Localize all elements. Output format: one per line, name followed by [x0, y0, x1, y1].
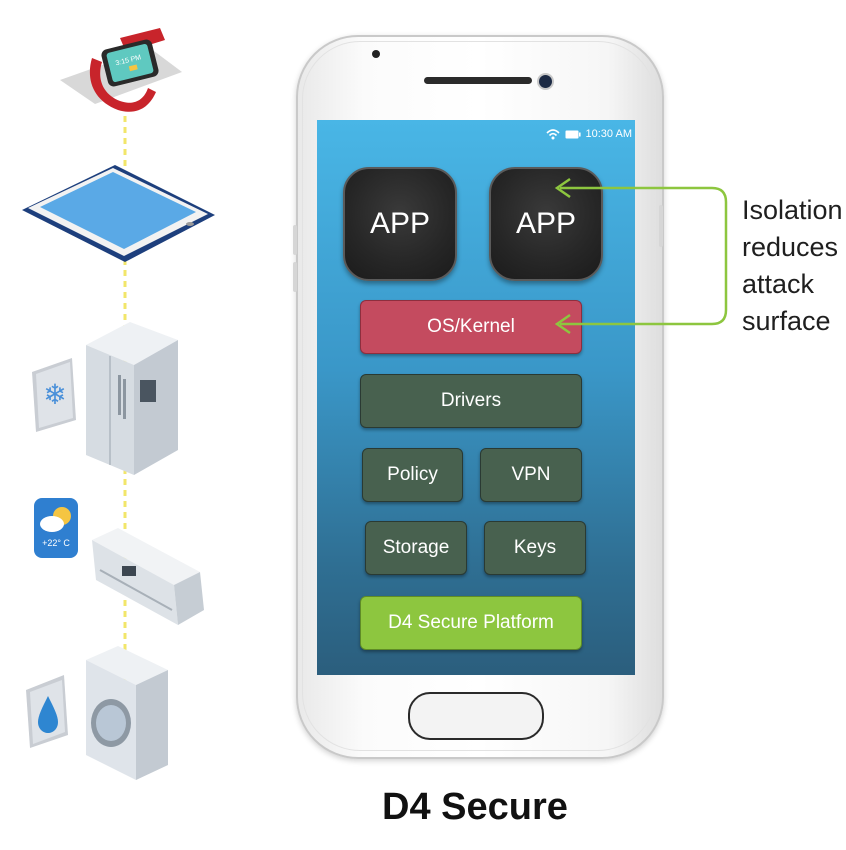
refrigerator-icon	[86, 322, 178, 475]
policy-block: Policy	[362, 448, 463, 502]
drivers-layer: Drivers	[360, 374, 582, 428]
status-bar: 10:30 AM	[520, 126, 632, 142]
wifi-icon	[545, 128, 560, 139]
tablet-icon	[22, 165, 215, 262]
annotation-line: reduces	[742, 232, 839, 262]
annotation-line: attack	[742, 269, 815, 299]
drivers-label: Drivers	[440, 390, 502, 411]
battery-icon	[565, 130, 581, 138]
phone-home-button[interactable]	[408, 692, 544, 740]
phone-sensor	[372, 50, 380, 58]
app-tile-left-label: APP	[369, 207, 431, 240]
phone-power-button	[659, 205, 663, 247]
status-time: 10:30 AM	[585, 128, 632, 140]
phone-volume-up-button	[293, 225, 297, 255]
policy-label: Policy	[387, 464, 438, 485]
annotation-line: surface	[742, 306, 831, 336]
svg-text:❄: ❄	[43, 378, 66, 411]
storage-label: Storage	[382, 537, 450, 558]
app-tile-right[interactable]: APP	[489, 167, 603, 281]
vpn-label: VPN	[511, 464, 551, 485]
app-tile-left[interactable]: APP	[343, 167, 457, 281]
air-conditioner-icon	[92, 528, 204, 625]
phone-front-camera	[537, 73, 554, 90]
isolation-bracket-arrow	[554, 177, 728, 335]
diagram-caption: D4 Secure	[382, 786, 568, 828]
phone-speaker	[424, 77, 532, 84]
water-drop-icon	[26, 675, 68, 748]
annotation-line: Isolation	[742, 195, 843, 225]
app-tile-right-label: APP	[515, 207, 577, 240]
phone-volume-down-button	[293, 262, 297, 292]
keys-label: Keys	[513, 537, 557, 558]
phone-bezel	[302, 41, 656, 751]
weather-temperature-label: +22° C	[42, 538, 70, 548]
keys-block: Keys	[484, 521, 586, 575]
os-kernel-label: OS/Kernel	[427, 316, 515, 337]
smartwatch-icon: 3:15 PM	[60, 28, 182, 112]
storage-block: Storage	[365, 521, 467, 575]
os-kernel-layer: OS/Kernel	[360, 300, 582, 354]
vpn-block: VPN	[480, 448, 582, 502]
snowflake-icon: ❄	[32, 358, 76, 432]
d4-secure-platform-layer: D4 Secure Platform	[360, 596, 582, 650]
arrow-head-kernel	[554, 313, 571, 335]
iot-devices-illustration: 3:15 PM ❄ +22° C	[22, 28, 215, 780]
weather-icon: +22° C	[34, 498, 78, 558]
d4-secure-platform-label: D4 Secure Platform	[388, 612, 554, 633]
isolation-annotation: Isolation reduces attack surface	[742, 192, 843, 340]
arrow-head-app	[554, 177, 571, 199]
washing-machine-icon	[86, 646, 168, 780]
